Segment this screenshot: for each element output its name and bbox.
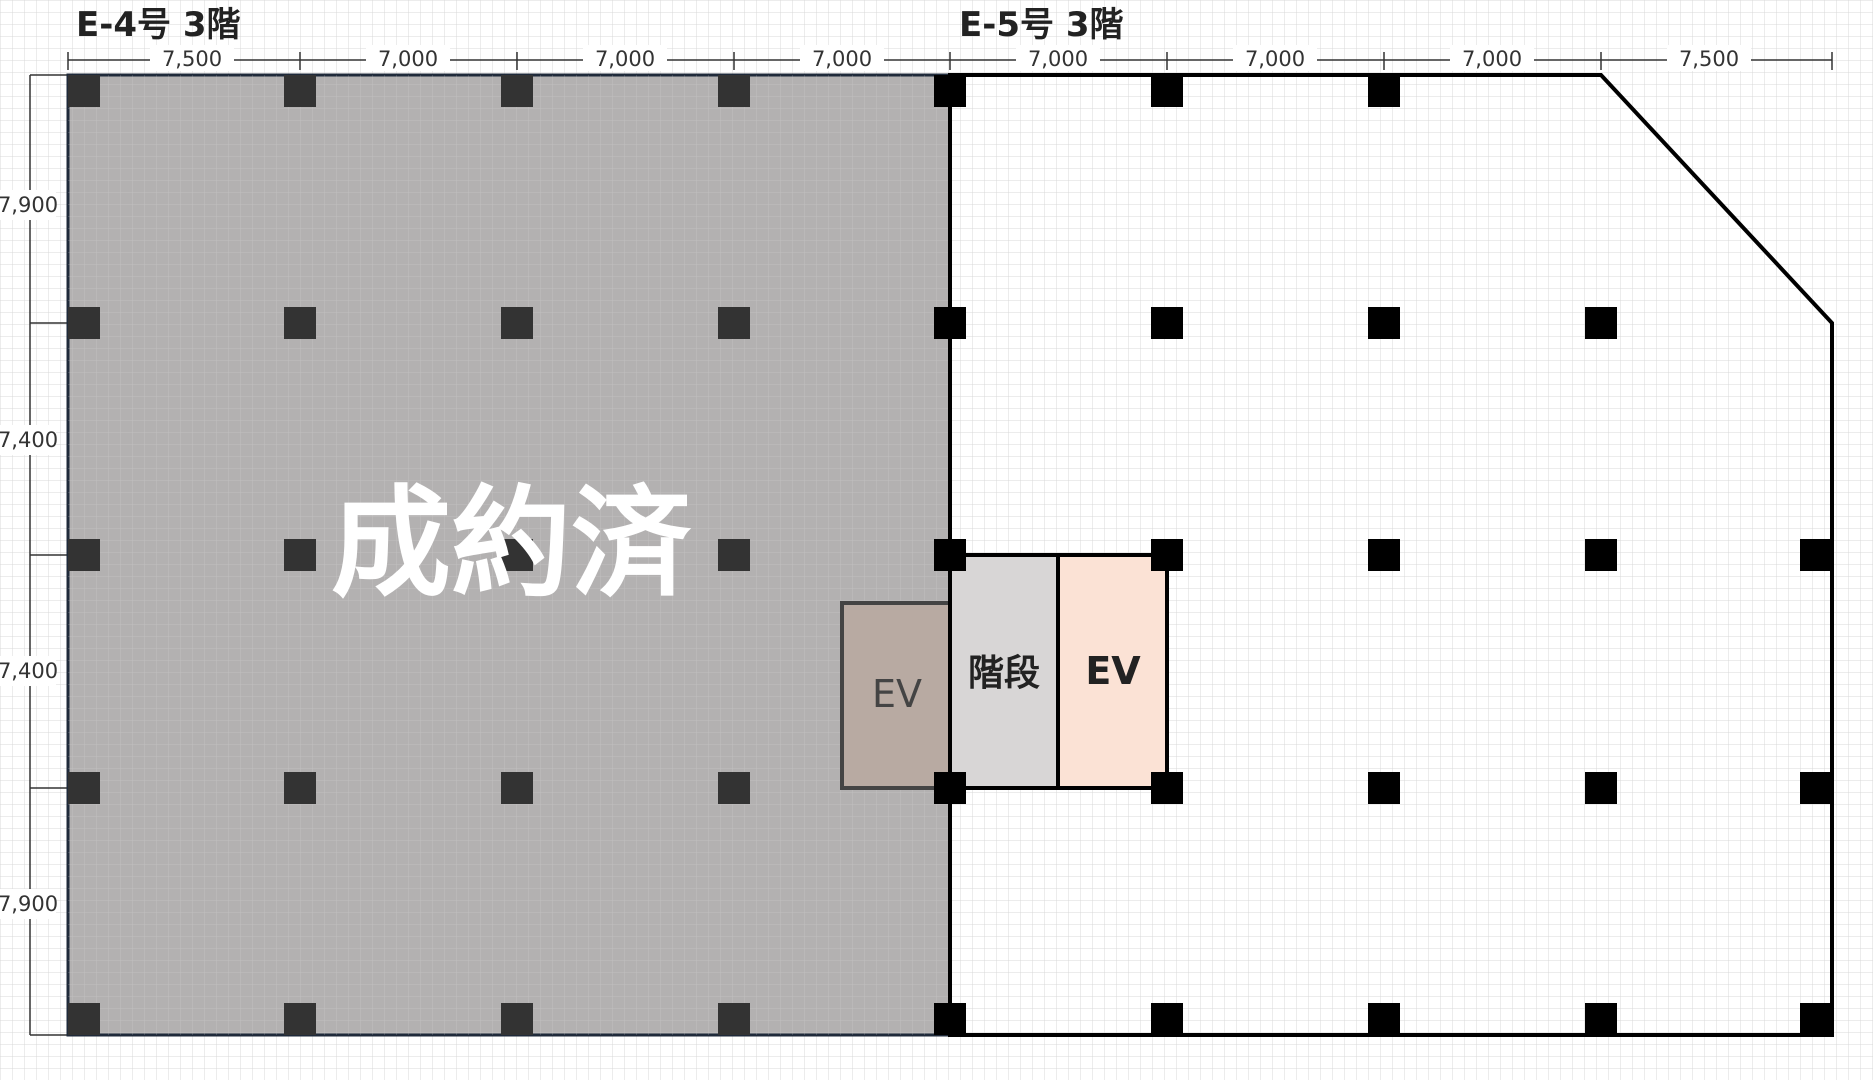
dim-top-8: 7,500 — [1679, 47, 1739, 71]
dim-top-3: 7,000 — [595, 47, 655, 71]
unit-title-e5: E-5号 3階 — [959, 5, 1124, 45]
elevator-box-e5 — [1056, 553, 1169, 790]
columns-e5 — [934, 75, 1832, 1035]
dim-left-3: 7,400 — [0, 659, 58, 683]
unit-title-e4: E-4号 3階 — [76, 5, 241, 45]
dim-top-2: 7,000 — [378, 47, 438, 71]
dim-top-1: 7,500 — [162, 47, 222, 71]
dim-left-2: 7,400 — [0, 428, 58, 452]
dim-top-7: 7,000 — [1462, 47, 1522, 71]
unit-outline-e5 — [948, 73, 1834, 1037]
sold-label: 成約済 — [331, 475, 692, 614]
elevator-label-e4: EV — [872, 672, 922, 716]
dim-left-4: 7,900 — [0, 892, 58, 916]
stair-label: 階段 — [968, 653, 1040, 694]
elevator-label-e5: EV — [1085, 649, 1141, 693]
elevator-box-e4 — [840, 601, 952, 790]
dim-top-5: 7,000 — [1028, 47, 1088, 71]
dim-top-4: 7,000 — [812, 47, 872, 71]
dim-left-1: 7,900 — [0, 193, 58, 217]
left-dimension-line — [29, 74, 68, 1036]
dim-top-6: 7,000 — [1245, 47, 1305, 71]
top-dimension-line — [67, 52, 1833, 70]
columns-e4 — [68, 75, 750, 1035]
